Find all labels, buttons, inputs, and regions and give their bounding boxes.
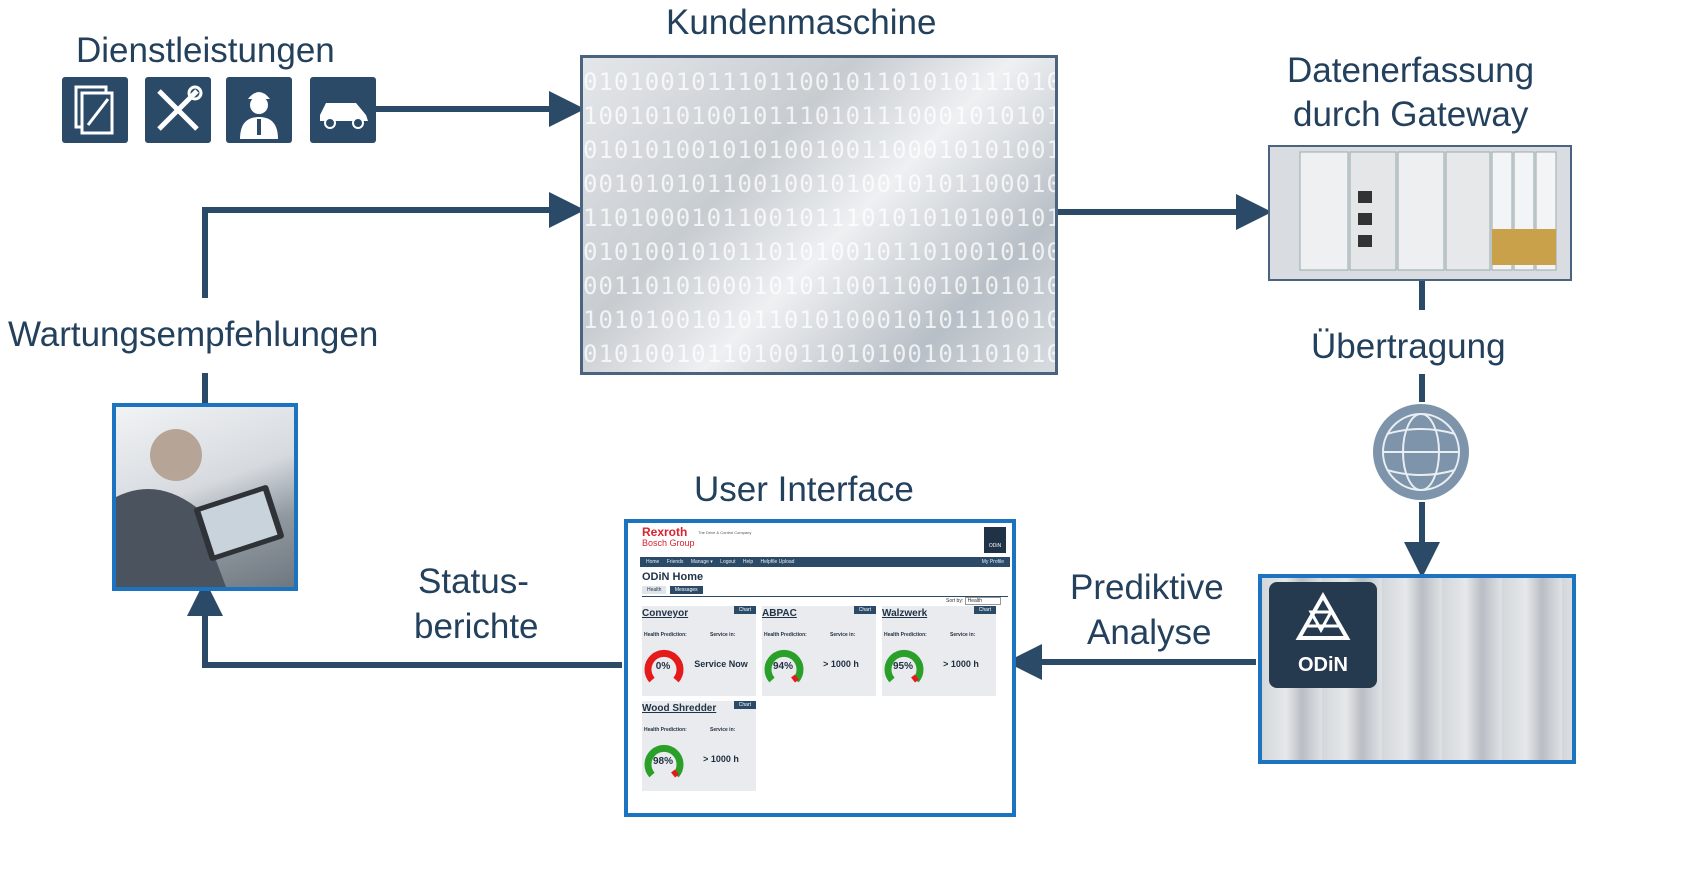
- ui-nav-friends[interactable]: Friends: [666, 559, 684, 565]
- health-prediction-label: Health Prediction:: [644, 727, 687, 733]
- ui-nav-home[interactable]: Home: [646, 559, 660, 565]
- label-uebertragung: Übertragung: [1311, 327, 1506, 366]
- ui-slogan: The Drive & Control Company: [698, 530, 752, 535]
- ui-tab-health[interactable]: Health: [642, 586, 667, 594]
- chart-button[interactable]: Chart: [733, 606, 756, 614]
- label-prediktive-1: Prediktive: [1070, 568, 1224, 607]
- documents-icon: [62, 77, 128, 143]
- health-percent: 98%: [652, 756, 673, 767]
- ui-nav-manage[interactable]: Manage ▾: [690, 559, 713, 565]
- ui-nav-bar: Home Friends Manage ▾ Logout Help Helpfi…: [640, 557, 1010, 567]
- tools-icon: [145, 77, 211, 143]
- chart-button[interactable]: Chart: [853, 606, 876, 614]
- odin-logo-text: ODiN: [1298, 654, 1348, 676]
- ui-brand: Rexroth Bosch Group: [642, 525, 695, 548]
- label-datenerfassung-2: durch Gateway: [1293, 95, 1529, 134]
- service-in-label: Service in:: [710, 727, 736, 733]
- health-gauge-icon: [644, 744, 684, 778]
- label-status-2: berichte: [414, 607, 539, 646]
- machine-name-link[interactable]: ABPAC: [762, 608, 797, 619]
- label-status-1: Status-: [418, 562, 529, 601]
- health-gauge-icon: [644, 649, 684, 683]
- ui-nav-logout[interactable]: Logout: [720, 559, 736, 565]
- service-value: Service Now: [694, 659, 748, 669]
- health-percent: 94%: [772, 661, 793, 672]
- service-value: > 1000 h: [823, 659, 859, 669]
- gateway-device-image: [1268, 145, 1572, 281]
- machine-card: Conveyor Chart Health Prediction: Servic…: [642, 606, 756, 696]
- ui-tabs: Health Messages: [642, 586, 705, 596]
- person-tablet-image: [112, 403, 298, 591]
- ui-sort-select[interactable]: Health: [964, 597, 1001, 605]
- machine-card: ABPAC Chart Health Prediction: Service i…: [762, 606, 876, 696]
- health-percent: 0%: [655, 661, 671, 672]
- ui-topbar: Rexroth Bosch Group The Drive & Control …: [628, 523, 1012, 557]
- ui-nav-help[interactable]: Help: [742, 559, 754, 565]
- label-dienstleistungen: Dienstleistungen: [76, 31, 335, 70]
- ui-nav-my-profile[interactable]: My Profile: [981, 559, 1004, 565]
- ui-nav-helpfile-upload[interactable]: Helpfile Upload: [760, 559, 795, 565]
- label-kundenmaschine: Kundenmaschine: [666, 3, 937, 42]
- ui-odin-logo: ODiN: [984, 527, 1006, 553]
- machine-name-link[interactable]: Walzwerk: [882, 608, 928, 619]
- label-user-interface: User Interface: [694, 470, 914, 509]
- ui-tab-divider: [642, 596, 1008, 597]
- machine-card: Wood Shredder Chart Health Prediction: S…: [642, 701, 756, 791]
- service-value: > 1000 h: [943, 659, 979, 669]
- chart-button[interactable]: Chart: [973, 606, 996, 614]
- service-car-icon: [310, 77, 376, 143]
- health-prediction-label: Health Prediction:: [884, 632, 927, 638]
- health-prediction-label: Health Prediction:: [764, 632, 807, 638]
- health-percent: 95%: [892, 661, 913, 672]
- odin-triangle-icon: [1295, 591, 1351, 640]
- chart-button[interactable]: Chart: [733, 701, 756, 709]
- odin-logo: ODiN: [1269, 582, 1377, 688]
- service-in-label: Service in:: [950, 632, 976, 638]
- health-gauge-icon: [884, 649, 924, 683]
- health-gauge-icon: [764, 649, 804, 683]
- health-prediction-label: Health Prediction:: [644, 632, 687, 638]
- technician-icon: [226, 77, 292, 143]
- machine-name-link[interactable]: Wood Shredder: [642, 703, 717, 714]
- ui-sort: Sort by: Health: [946, 597, 1001, 605]
- service-value: > 1000 h: [703, 754, 739, 764]
- service-in-label: Service in:: [830, 632, 856, 638]
- globe-icon: [1371, 402, 1471, 502]
- label-wartungsempfehlungen: Wartungsempfehlungen: [8, 315, 379, 354]
- machine-card: Walzwerk Chart Health Prediction: Servic…: [882, 606, 996, 696]
- customer-machine-image: 01010010111011001011010101110100101 1001…: [580, 55, 1058, 375]
- ui-page-title: ODiN Home: [642, 571, 704, 583]
- service-in-label: Service in:: [710, 632, 736, 638]
- label-prediktive-2: Analyse: [1087, 613, 1212, 652]
- machine-name-link[interactable]: Conveyor: [642, 608, 689, 619]
- arrow-maintenance-to-machine: [202, 192, 585, 298]
- ui-tab-messages[interactable]: Messages: [669, 586, 703, 594]
- user-interface-screenshot: Rexroth Bosch Group The Drive & Control …: [624, 519, 1016, 817]
- label-datenerfassung-1: Datenerfassung: [1287, 51, 1535, 90]
